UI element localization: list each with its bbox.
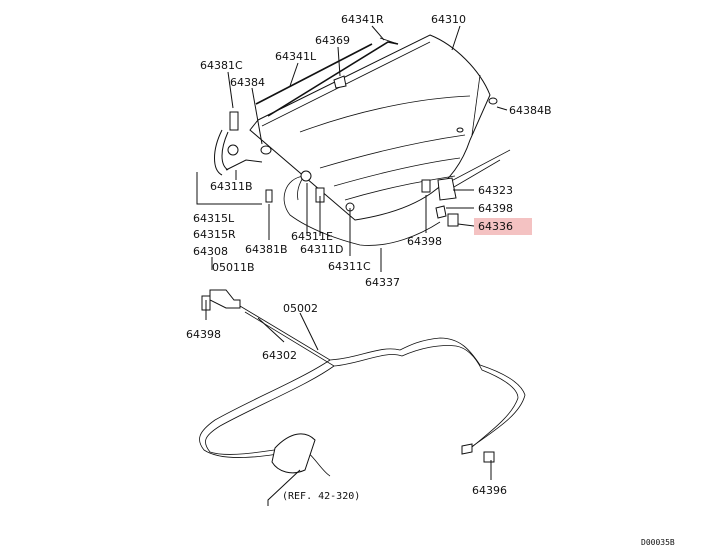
part-labels: 64341R 64310 64369 64341L 64381C 64384 6… [186, 13, 675, 547]
label-64311E[interactable]: 64311E [291, 230, 333, 243]
label-64398-middle[interactable]: 64398 [407, 235, 442, 248]
label-64341L[interactable]: 64341L [275, 50, 317, 63]
label-64302[interactable]: 64302 [262, 349, 297, 362]
trunk-lid [249, 34, 491, 221]
label-64315R[interactable]: 64315R [193, 228, 236, 241]
label-64308[interactable]: 64308 [193, 245, 228, 258]
label-64311C[interactable]: 64311C [328, 260, 371, 273]
label-64396[interactable]: 64396 [472, 484, 507, 497]
cap-64384B [488, 97, 498, 105]
label-64315L[interactable]: 64315L [193, 212, 235, 225]
label-64341R[interactable]: 64341R [341, 13, 384, 26]
label-64323[interactable]: 64323 [478, 184, 513, 197]
highlight-64336 [474, 218, 532, 235]
label-05011B[interactable]: 05011B [212, 261, 255, 274]
label-64381C[interactable]: 64381C [200, 59, 243, 72]
label-05002[interactable]: 05002 [283, 302, 318, 315]
label-64398-upper[interactable]: 64398 [478, 202, 513, 215]
label-64311D[interactable]: 64311D [300, 243, 343, 256]
label-ref-42-320[interactable]: (REF. 42-320) [282, 491, 360, 502]
cap-64384 [260, 145, 272, 155]
diagram-code: D00035B [641, 538, 675, 547]
hinge-assembly [214, 111, 273, 203]
bump-stop-64369 [333, 75, 347, 89]
release-cable [199, 289, 526, 477]
label-64398-lower[interactable]: 64398 [186, 328, 221, 341]
label-64381B[interactable]: 64381B [245, 243, 288, 256]
cable-64337 [283, 170, 441, 246]
label-64337[interactable]: 64337 [365, 276, 400, 289]
label-64384B[interactable]: 64384B [509, 104, 552, 117]
latch-assembly [421, 149, 511, 227]
label-64311B[interactable]: 64311B [210, 180, 253, 193]
label-64310[interactable]: 64310 [431, 13, 466, 26]
label-64384[interactable]: 64384 [230, 76, 265, 89]
label-64369[interactable]: 64369 [315, 34, 350, 47]
leader-lines [196, 25, 508, 506]
label-64336[interactable]: 64336 [478, 220, 513, 233]
